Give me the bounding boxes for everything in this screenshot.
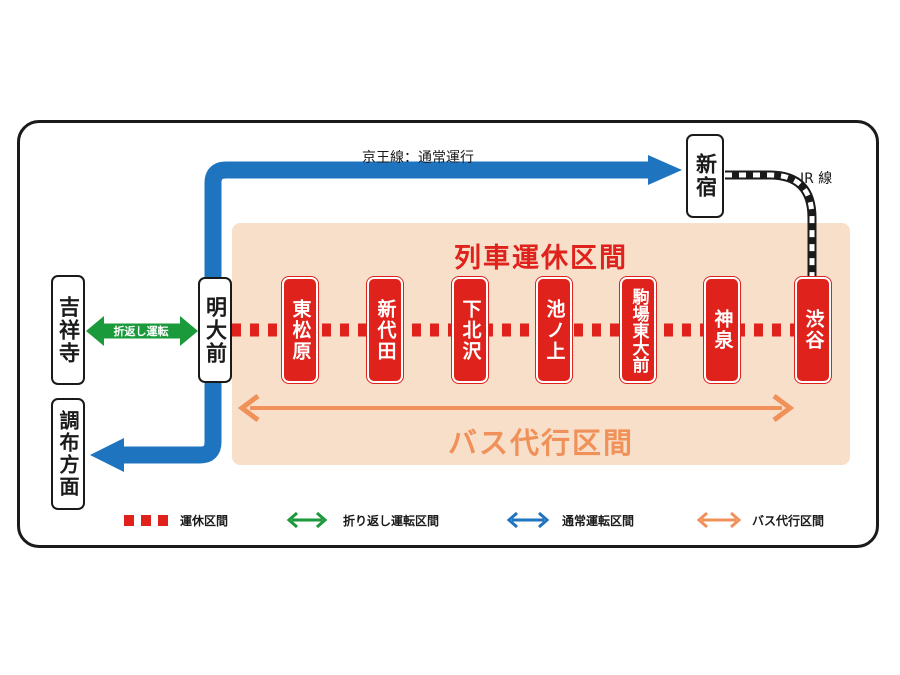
legend-bus-label: バス代行区間 — [752, 514, 825, 528]
green-double-arrow-icon — [286, 511, 328, 529]
station-chofu-direction: 調布方面 — [51, 398, 85, 510]
legend-normal-label: 通常運転区間 — [562, 514, 635, 528]
station-shindaita: 新代田 — [367, 277, 403, 383]
dashed-red-line-icon — [124, 515, 168, 526]
jr-line-label: JR 線 — [800, 171, 833, 187]
station-higashi-matsubara: 東松原 — [282, 277, 318, 383]
turnback-arrow-label: 折返し運転 — [114, 324, 169, 338]
blue-double-arrow-icon — [506, 511, 550, 529]
turnback-arrow-left — [86, 316, 104, 346]
keio-line-label: 京王線：通常運行 — [362, 150, 474, 166]
jr-line-outer — [725, 170, 817, 278]
orange-double-arrow-icon — [696, 511, 742, 529]
station-shinjuku: 新宿 — [686, 134, 724, 218]
arrow-to-shinjuku — [648, 155, 682, 185]
legend-suspension-label: 運休区間 — [180, 514, 229, 528]
bus-arrow-right-head — [772, 394, 795, 422]
jr-line-inner — [725, 172, 815, 278]
bus-arrow-left-head — [237, 394, 260, 422]
suspension-section-title: 列車運休区間 — [454, 243, 628, 274]
station-shimokitazawa: 下北沢 — [452, 277, 488, 383]
arrow-to-chofu — [90, 438, 124, 472]
turnback-arrow-right — [180, 316, 198, 346]
bus-section-title: バス代行区間 — [447, 426, 634, 460]
legend-turnback-label: 折り返し運転区間 — [343, 514, 440, 528]
station-meidaimae: 明大前 — [198, 277, 232, 383]
station-kichijoji: 吉祥寺 — [51, 275, 85, 385]
station-komaba-todaimae: 駒場東大前 — [620, 277, 656, 383]
station-shinsen: 神泉 — [704, 277, 740, 383]
station-ikenoue: 池ノ上 — [536, 277, 572, 383]
station-shibuya: 渋谷 — [795, 277, 831, 383]
